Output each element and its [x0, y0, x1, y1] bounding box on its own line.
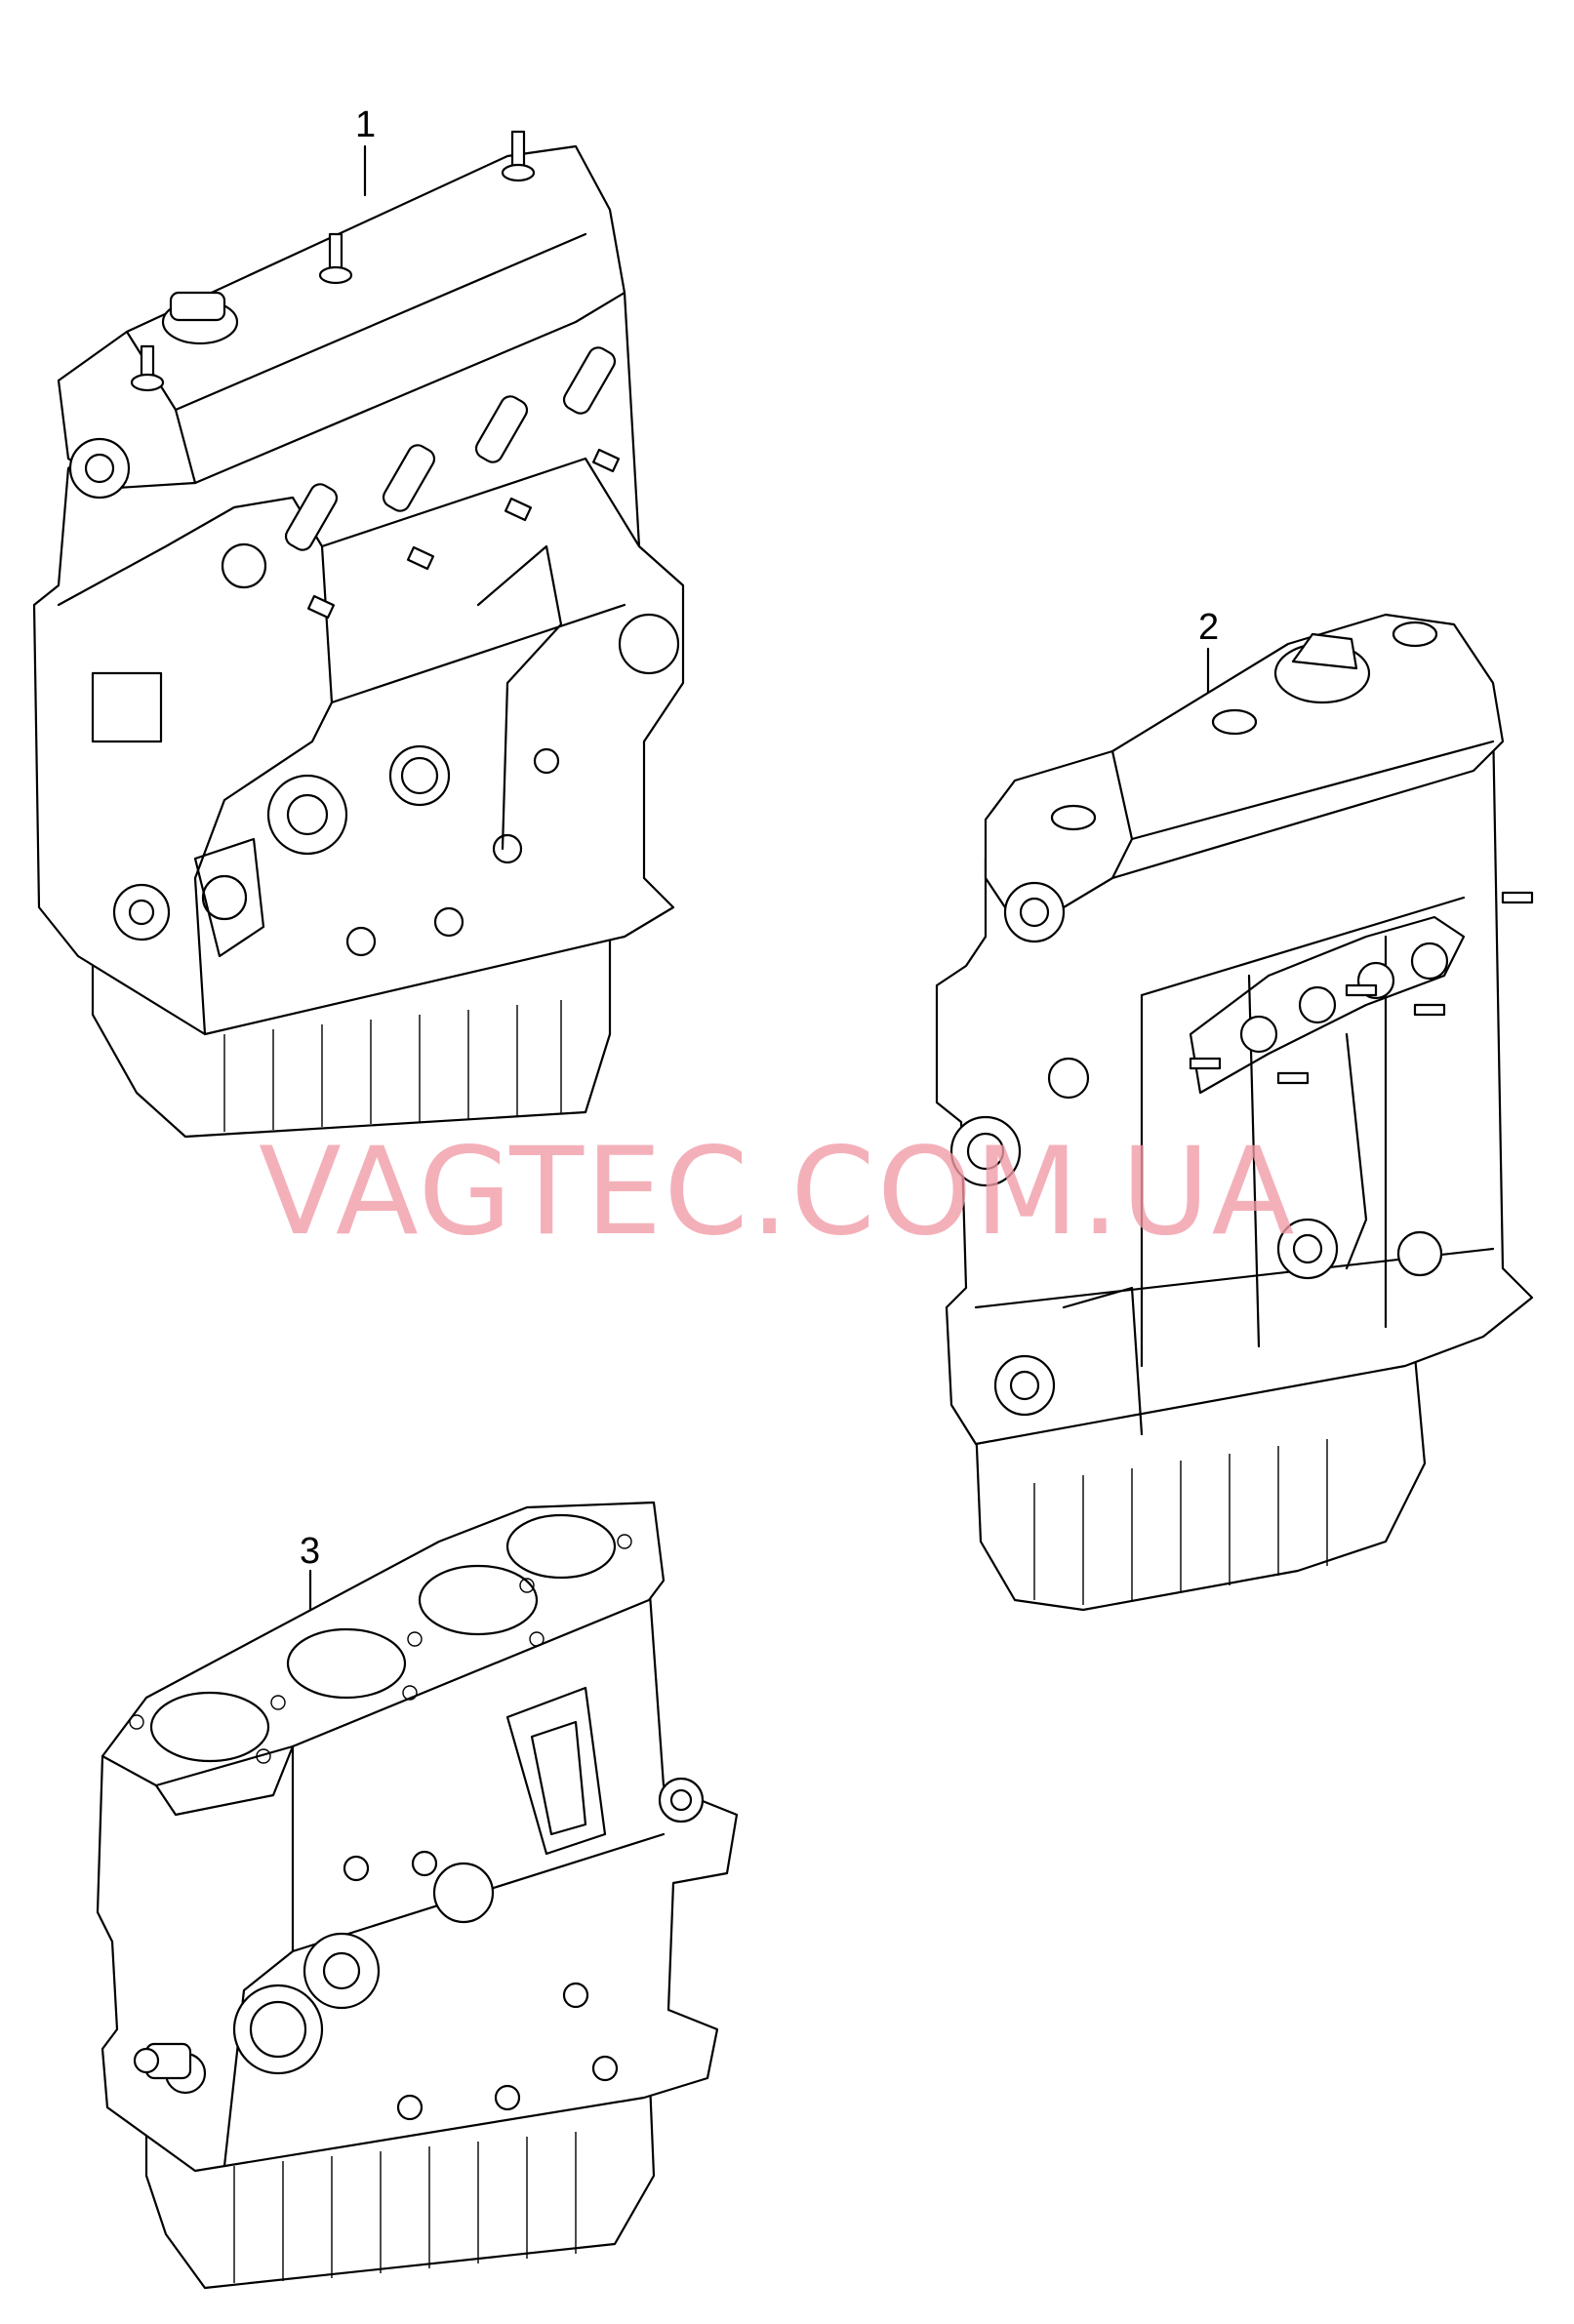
- callout-3-label: 3: [300, 1531, 320, 1572]
- callout-1-label: 1: [355, 104, 376, 145]
- engine-assembly-1-drawing[interactable]: [32, 130, 685, 1139]
- engine-assembly-2-drawing[interactable]: [935, 613, 1534, 1612]
- callout-2-label: 2: [1198, 607, 1219, 648]
- short-block-3-drawing[interactable]: [96, 1501, 739, 2290]
- watermark-text: VAGTEC.COM.UA: [259, 1122, 1297, 1262]
